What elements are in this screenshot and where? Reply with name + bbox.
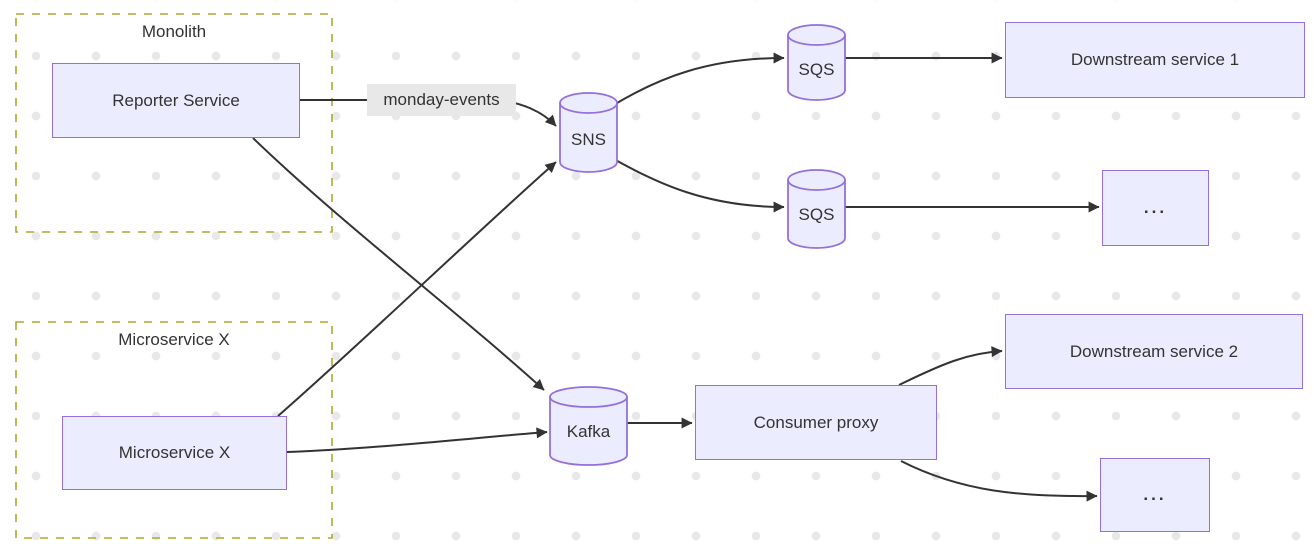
node-sqs-top-label: SQS [798,60,835,79]
node-microservice-x-label: Microservice X [118,443,231,462]
edge-sns-to-sqs-bottom [611,157,785,213]
cluster-monolith-border [15,13,333,233]
cylinder-group [549,24,846,466]
edge-label-monday-events-text: monday-events [383,90,500,109]
node-downstream-service-2: Downstream service 2 [1005,314,1303,389]
sns-cylinder [559,92,618,173]
edge-consumer-to-ellipsis-bottom [900,460,1098,502]
node-ellipsis-bottom-label: ... [1143,485,1167,504]
node-downstream-service-1-label: Downstream service 1 [1070,50,1240,69]
node-ellipsis-top-label: ... [1143,198,1168,217]
edge-reporter-to-kafka [252,137,545,391]
edge-microservicex-to-kafka [286,427,548,453]
edge-consumer-to-downstream2 [898,346,1003,386]
node-microservice-x: Microservice X [62,416,287,490]
node-downstream-service-2-label: Downstream service 2 [1069,341,1239,361]
node-ellipsis-top: ... [1102,170,1209,246]
node-sns-label: SNS [571,129,606,149]
sqs-top-cylinder-rim [787,34,846,46]
edge-group [252,52,1100,502]
node-kafka-label: Kafka [566,421,611,441]
node-consumer-proxy-label: Consumer proxy [753,412,879,432]
sqs-bottom-cylinder-rim [787,179,846,191]
node-reporter-service-label: Reporter Service [112,90,240,110]
sns-cylinder-rim [559,102,618,114]
cluster-monolith-title: Monolith [16,20,332,44]
node-reporter-service: Reporter Service [52,63,300,138]
cluster-microservice-x-border [15,321,333,539]
node-downstream-service-1: Downstream service 1 [1005,22,1305,98]
edge-label-monday-events: monday-events [367,84,516,116]
cluster-microservice-x-title: Microservice X [16,328,332,352]
edge-sns-to-sqs-top [611,52,785,107]
kafka-cylinder-rim [549,396,628,408]
cluster-microservice-x-title-text: Microservice X [118,330,230,349]
node-consumer-proxy: Consumer proxy [695,385,937,460]
node-ellipsis-bottom: ... [1100,458,1210,532]
node-sqs-bottom-label: SQS [798,205,835,224]
edge-microservicex-to-sns [277,161,557,417]
cluster-monolith-title-text: Monolith [141,22,207,41]
